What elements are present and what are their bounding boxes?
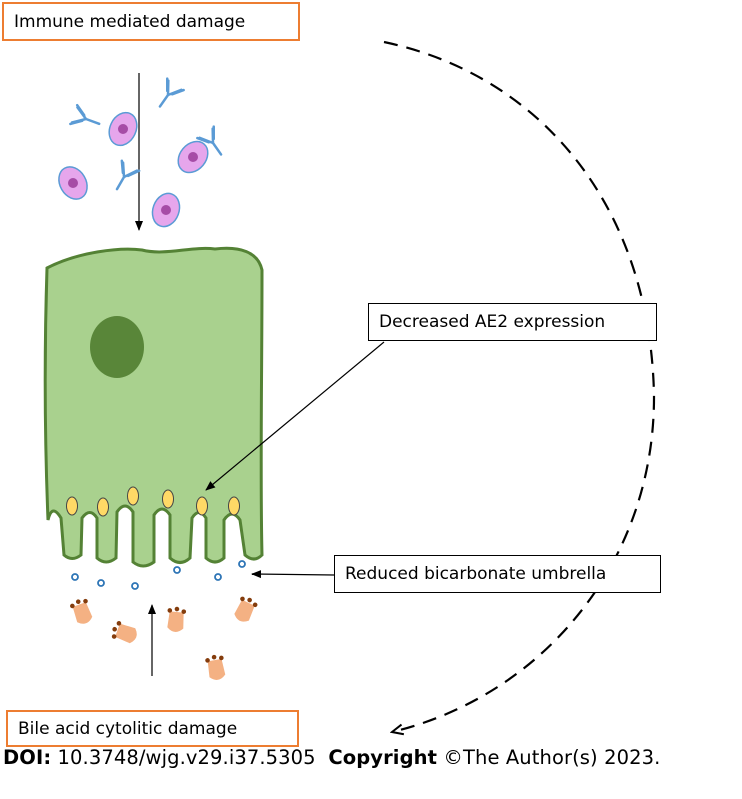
cell-nucleus: [90, 316, 144, 378]
immune-damage-text: Immune mediated damage: [14, 11, 246, 32]
bile-damage-label: Bile acid cytolitic damage: [6, 710, 299, 747]
figure-footer: DOI: 10.3748/wjg.v29.i37.5305 Copyright …: [3, 746, 660, 769]
ae2-text: Decreased AE2 expression: [379, 312, 606, 332]
immune-damage-label: Immune mediated damage: [2, 2, 300, 41]
ae2-label: Decreased AE2 expression: [368, 303, 657, 341]
ae2-pointer-arrow: [205, 341, 385, 491]
doi-value: 10.3748/wjg.v29.i37.5305: [57, 746, 316, 769]
bicarbonate-text: Reduced bicarbonate umbrella: [345, 564, 607, 584]
ae2-transporter-icon: [66, 486, 240, 517]
bicarbonate-label: Reduced bicarbonate umbrella: [334, 555, 661, 593]
immune-cell-icon: [58, 166, 88, 200]
bicarbonate-pointer-arrow: [251, 570, 335, 579]
cholangiocyte-cell: [43, 246, 264, 568]
cycle-dashed-arrow: [383, 40, 656, 732]
antibody-icon: [115, 159, 141, 191]
antibody-icon: [196, 125, 223, 156]
immune-cell-icon: [177, 140, 209, 174]
antibody-icon: [69, 103, 101, 126]
doi-label: DOI:: [3, 746, 52, 769]
antibody-icon: [158, 77, 185, 108]
bicarbonate-bubble-icon: [71, 560, 246, 590]
immune-cell-icon: [151, 192, 181, 228]
copyright-value: ©The Author(s) 2023.: [443, 746, 661, 769]
bile-damage-text: Bile acid cytolitic damage: [18, 718, 238, 739]
immune-cell-icon: [108, 111, 138, 147]
bile-acid-icon: [70, 596, 258, 680]
copyright-label: Copyright: [328, 746, 438, 769]
